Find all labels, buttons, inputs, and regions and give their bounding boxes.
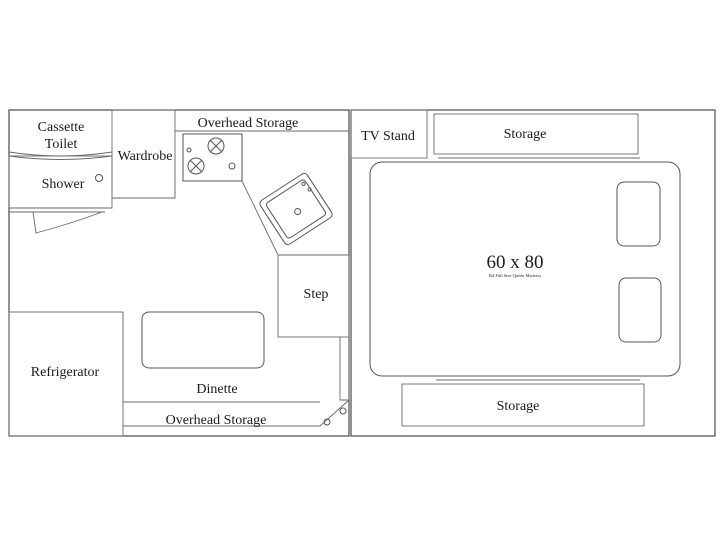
cassette-toilet-label-line1: Cassette — [38, 120, 85, 135]
burner-icon — [187, 157, 205, 175]
wardrobe-area: Wardrobe — [111, 109, 176, 199]
overhead-storage-top-label: Overhead Storage — [198, 116, 299, 131]
sink-drain-icon — [294, 208, 302, 216]
door-handle-icon — [339, 407, 347, 415]
dinette-label: Dinette — [196, 382, 237, 397]
step-outline — [277, 254, 350, 338]
left-panel-outline — [8, 109, 350, 437]
refrigerator-area: Refrigerator — [8, 311, 124, 437]
mattress-outline — [369, 161, 681, 377]
shower-area: Shower — [8, 155, 113, 234]
faucet-icon — [301, 181, 306, 186]
tv-stand-outline — [350, 109, 428, 159]
overhead-storage-bottom: Overhead Storage — [123, 337, 350, 428]
door-handle-icon — [323, 418, 331, 426]
mattress-note-label: Rd Full Size Queen Mattress — [489, 273, 541, 278]
entry-door-frame — [339, 337, 350, 401]
storage-top-area: Storage — [433, 113, 640, 159]
tv-stand-label: TV Stand — [361, 129, 415, 144]
step-label: Step — [304, 287, 329, 302]
right-floor-panel: TV Stand Storage 60 x 80 Rd Full Size Qu… — [350, 109, 716, 437]
tv-stand-area: TV Stand — [350, 109, 428, 159]
overhead-storage-top: Overhead Storage — [175, 116, 349, 132]
storage-bottom-area: Storage — [401, 379, 645, 427]
step-area: Step — [277, 254, 350, 338]
storage-bottom-outline — [401, 383, 645, 427]
bed: 60 x 80 Rd Full Size Queen Mattress — [369, 161, 681, 377]
cassette-toilet-area: Cassette Toilet — [8, 120, 113, 160]
right-panel-outline — [350, 109, 716, 437]
pillow — [616, 181, 661, 247]
shower-label: Shower — [42, 177, 85, 192]
wardrobe-label: Wardrobe — [118, 149, 173, 164]
shower-drain-icon — [95, 174, 103, 182]
cassette-toilet-label-line2: Toilet — [45, 137, 78, 152]
stove-outline — [182, 133, 243, 182]
refrigerator-label: Refrigerator — [31, 365, 100, 380]
pillow — [618, 277, 662, 343]
storage-top-label: Storage — [504, 127, 547, 142]
storage-top-outline — [433, 113, 639, 155]
stove-knob-icon — [228, 162, 236, 170]
overhead-storage-bottom-label: Overhead Storage — [166, 413, 267, 428]
burner-icon — [207, 137, 225, 155]
sink — [259, 172, 333, 246]
stove-knob-icon — [186, 147, 192, 153]
shower-door-swing — [32, 211, 103, 234]
galley-counter — [112, 156, 349, 256]
storage-bottom-label: Storage — [497, 399, 540, 414]
mattress-size-label: 60 x 80 — [487, 252, 544, 273]
dinette-area: Dinette — [122, 311, 320, 403]
toilet-divider — [8, 151, 113, 157]
counter-edge — [241, 180, 349, 256]
stove — [182, 133, 243, 182]
left-floor-panel: Cassette Toilet Shower Wardrobe Overhead… — [8, 109, 350, 437]
dinette-table — [141, 311, 265, 369]
